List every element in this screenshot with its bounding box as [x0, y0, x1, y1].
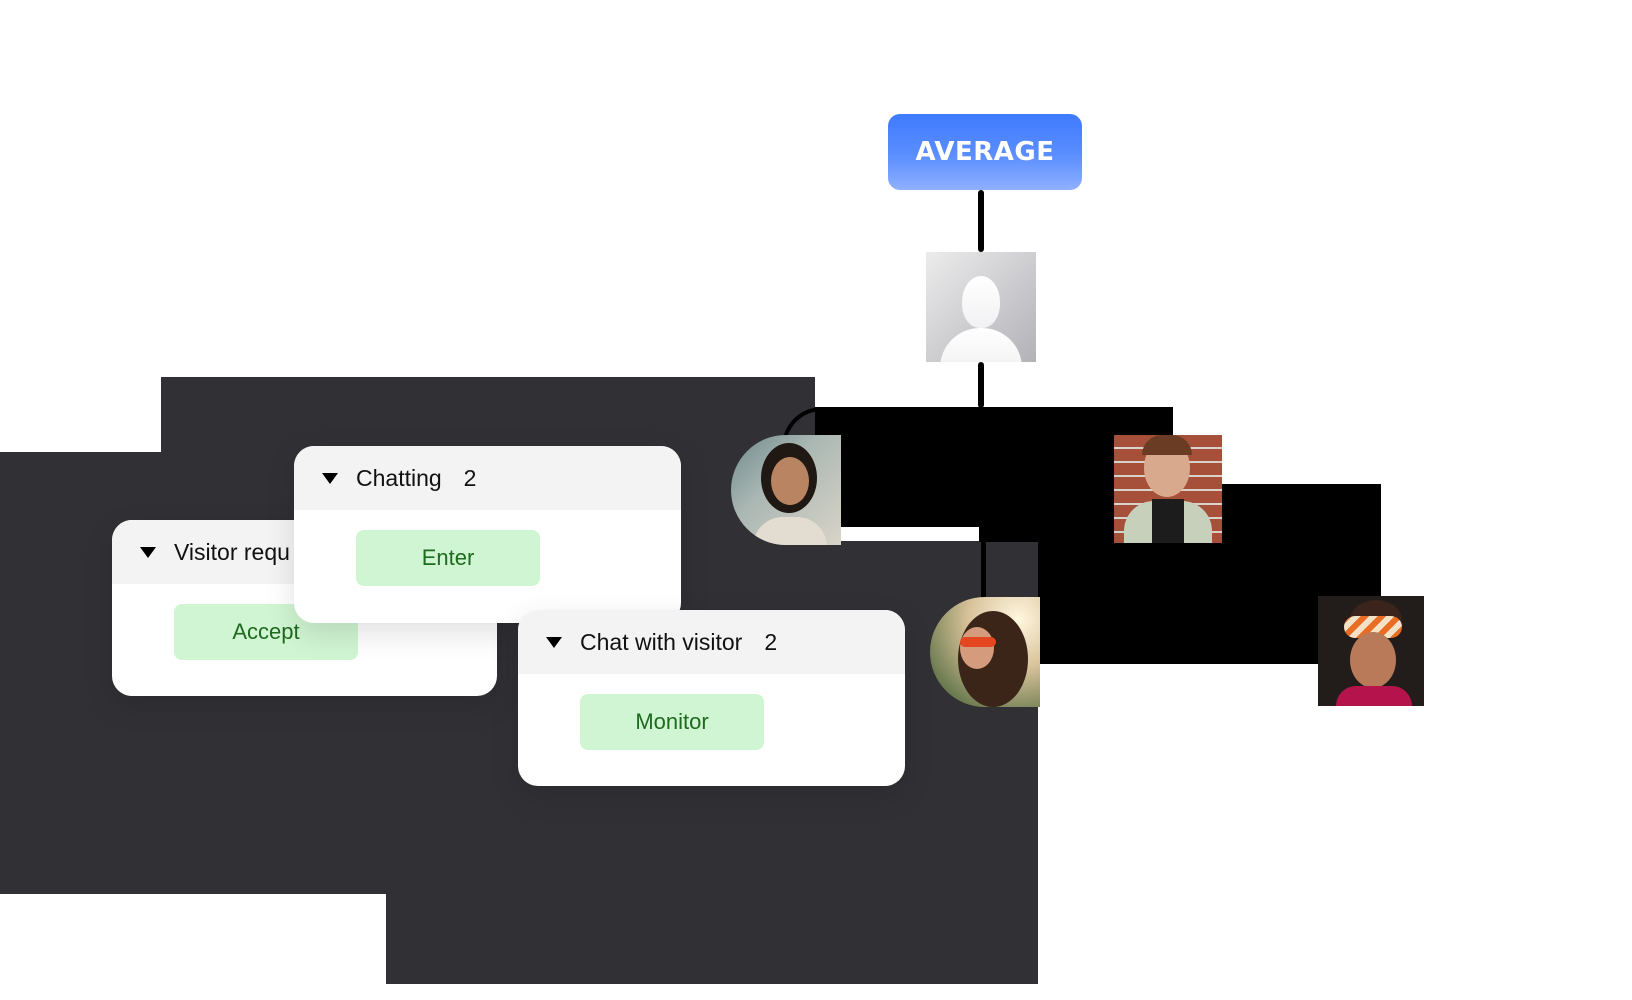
connector-stub	[979, 527, 1038, 542]
connector-gap	[815, 527, 979, 541]
card-header[interactable]: Chat with visitor 2	[518, 610, 905, 674]
root-badge-label: AVERAGE	[915, 137, 1055, 167]
user-placeholder-icon[interactable]	[926, 252, 1036, 362]
avatar-agent-3[interactable]	[930, 597, 1040, 707]
card-title: Chatting	[356, 464, 442, 491]
queue-card-chatting: Chatting 2 Enter	[294, 446, 681, 623]
monitor-button[interactable]: Monitor	[580, 694, 764, 750]
queue-card-chat-with-visitor: Chat with visitor 2 Monitor	[518, 610, 905, 786]
backdrop-panel-lower	[386, 893, 1038, 984]
triangle-down-icon[interactable]	[140, 546, 156, 558]
triangle-down-icon[interactable]	[546, 636, 562, 648]
card-title: Chat with visitor	[580, 628, 743, 655]
triangle-down-icon[interactable]	[322, 472, 338, 484]
card-count: 2	[764, 628, 778, 655]
avatar-agent-4[interactable]	[1318, 596, 1424, 706]
root-badge[interactable]: AVERAGE	[888, 114, 1082, 190]
card-count: 2	[463, 464, 477, 491]
connector-line-badge	[978, 190, 984, 252]
card-header[interactable]: Chatting 2	[294, 446, 681, 510]
connector-block-top	[815, 407, 1173, 527]
card-title: Visitor requ	[174, 538, 290, 565]
enter-button[interactable]: Enter	[356, 530, 540, 586]
avatar-agent-1[interactable]	[731, 435, 841, 545]
connector-line-placeholder	[978, 362, 984, 408]
accept-button[interactable]: Accept	[174, 604, 358, 660]
backdrop-panel-upper	[161, 377, 815, 453]
connector-line-down	[981, 541, 986, 597]
avatar-agent-2[interactable]	[1114, 435, 1222, 543]
